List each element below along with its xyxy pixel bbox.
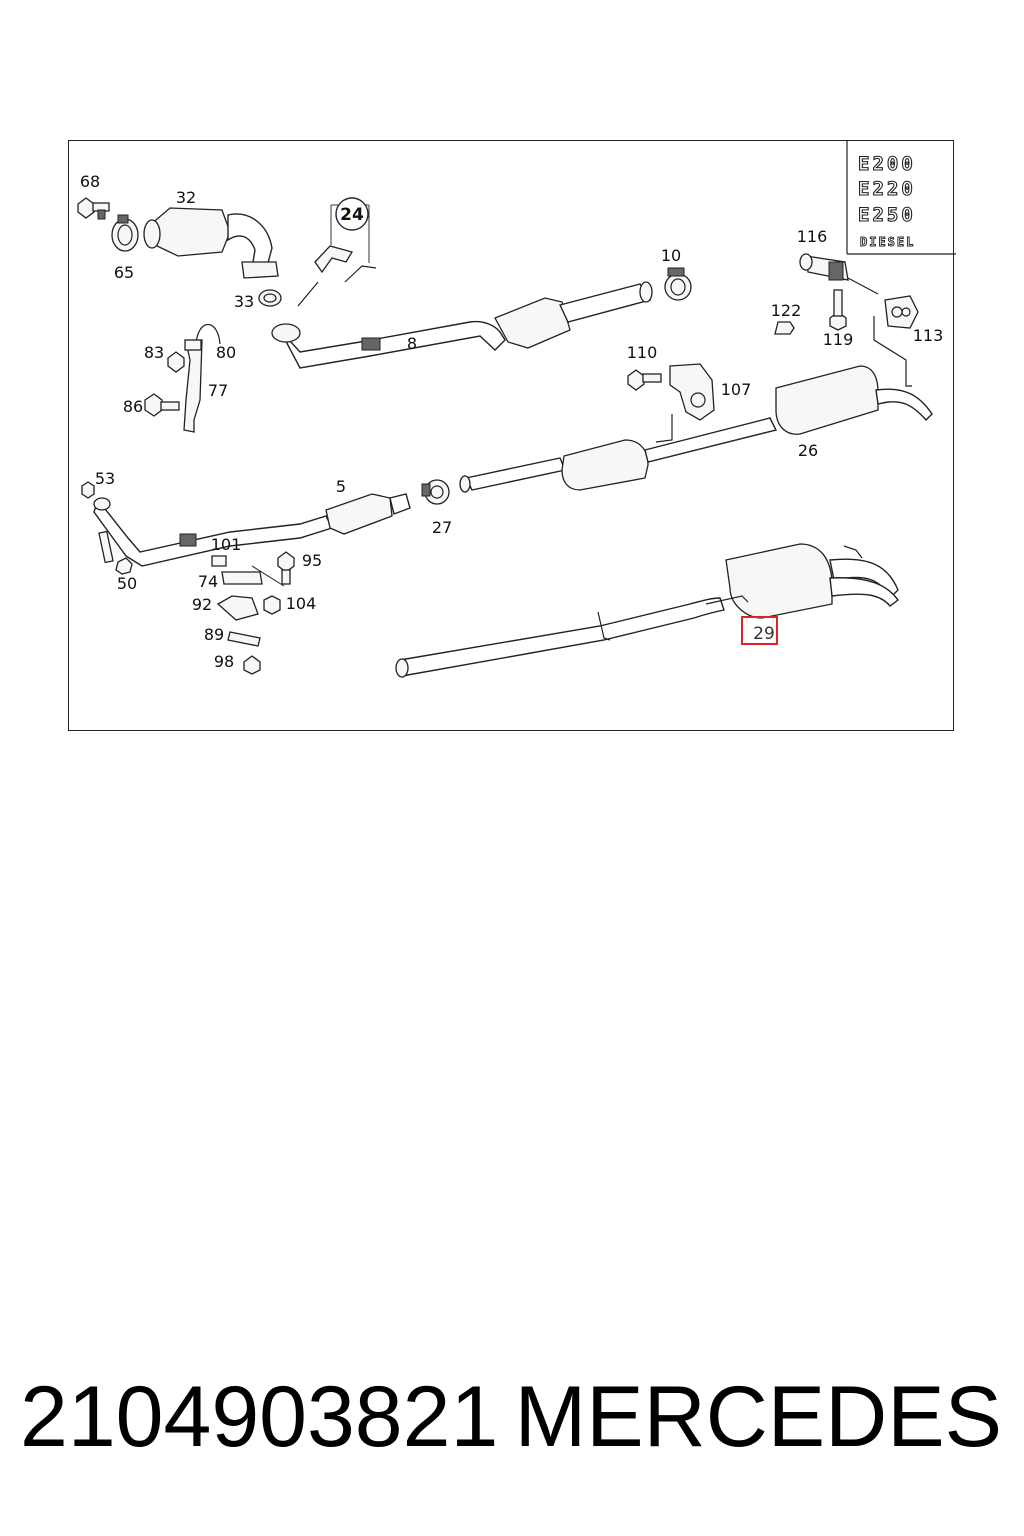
callout-24: 24 [340, 205, 364, 225]
hanger-116[interactable] [799, 253, 879, 295]
bolt-68[interactable] [77, 197, 110, 220]
callout-8: 8 [407, 334, 417, 353]
callout-33: 33 [234, 292, 254, 311]
bolt-119[interactable] [829, 289, 847, 331]
callout-77: 77 [208, 381, 228, 400]
part-number: 2104903821 [20, 1369, 499, 1465]
callout-10: 10 [661, 246, 681, 265]
nut-53[interactable] [81, 481, 95, 499]
clip-89[interactable] [227, 631, 261, 647]
brand-name: MERCEDES [514, 1369, 1002, 1465]
callout-92: 92 [192, 595, 212, 614]
callout-104: 104 [286, 594, 317, 613]
clip-101[interactable] [211, 555, 227, 567]
callout-110: 110 [627, 343, 658, 362]
clamp-27[interactable] [421, 479, 450, 505]
callout-95: 95 [302, 551, 322, 570]
bracket-77[interactable] [183, 324, 221, 433]
rear-silencer-26[interactable] [775, 365, 933, 435]
callout-26: 26 [798, 441, 818, 460]
callout-53: 53 [95, 469, 115, 488]
gasket-33[interactable] [258, 289, 282, 307]
highlighted-callout-29[interactable]: 29 [741, 616, 778, 645]
callout-65: 65 [114, 263, 134, 282]
callout-83: 83 [144, 343, 164, 362]
bolt-110[interactable] [627, 369, 662, 391]
callout-50: 50 [117, 574, 137, 593]
callout-86: 86 [123, 397, 143, 416]
model-line-3: E250 [858, 204, 916, 226]
nut-98[interactable] [243, 655, 261, 675]
callout-32: 32 [176, 188, 196, 207]
front-pipe-8[interactable] [271, 281, 653, 369]
clamp-10[interactable] [664, 267, 692, 301]
rear-exhaust-29[interactable] [395, 543, 899, 678]
callout-89: 89 [204, 625, 224, 644]
callout-98: 98 [214, 652, 234, 671]
callout-113: 113 [913, 326, 944, 345]
callout-116: 116 [797, 227, 828, 246]
model-line-1: E200 [858, 153, 916, 175]
front-pipe-5[interactable] [93, 493, 411, 567]
callout-107: 107 [721, 380, 752, 399]
callout-101: 101 [211, 535, 242, 554]
callout-68: 68 [80, 172, 100, 191]
callout-80: 80 [216, 343, 236, 362]
bracket-24[interactable] [297, 197, 377, 307]
hanger-92[interactable] [216, 595, 259, 621]
callout-119: 119 [823, 330, 854, 349]
callout-5: 5 [336, 477, 346, 496]
callout-122: 122 [771, 301, 802, 320]
model-engine: DIESEL [860, 235, 915, 249]
model-badge: E200 E220 E250 DIESEL [846, 140, 956, 255]
nut-104[interactable] [263, 595, 281, 615]
catalytic-converter-upper[interactable] [143, 207, 279, 279]
bolt-95[interactable] [277, 551, 295, 585]
model-line-2: E220 [858, 178, 916, 200]
callout-27: 27 [432, 518, 452, 537]
bolt-50[interactable] [98, 530, 133, 575]
middle-silencer[interactable] [459, 417, 778, 493]
clamp-65[interactable] [111, 214, 139, 252]
callout-29: 29 [753, 624, 775, 644]
footer: 2104903821 MERCEDES [0, 1362, 1024, 1472]
clip-74[interactable] [221, 565, 285, 587]
hanger-107[interactable] [655, 363, 715, 443]
bolt-86[interactable] [144, 393, 180, 417]
nut-83[interactable] [167, 351, 185, 373]
mount-113[interactable] [873, 295, 919, 387]
nut-122[interactable] [774, 321, 795, 335]
callout-74: 74 [198, 572, 218, 591]
